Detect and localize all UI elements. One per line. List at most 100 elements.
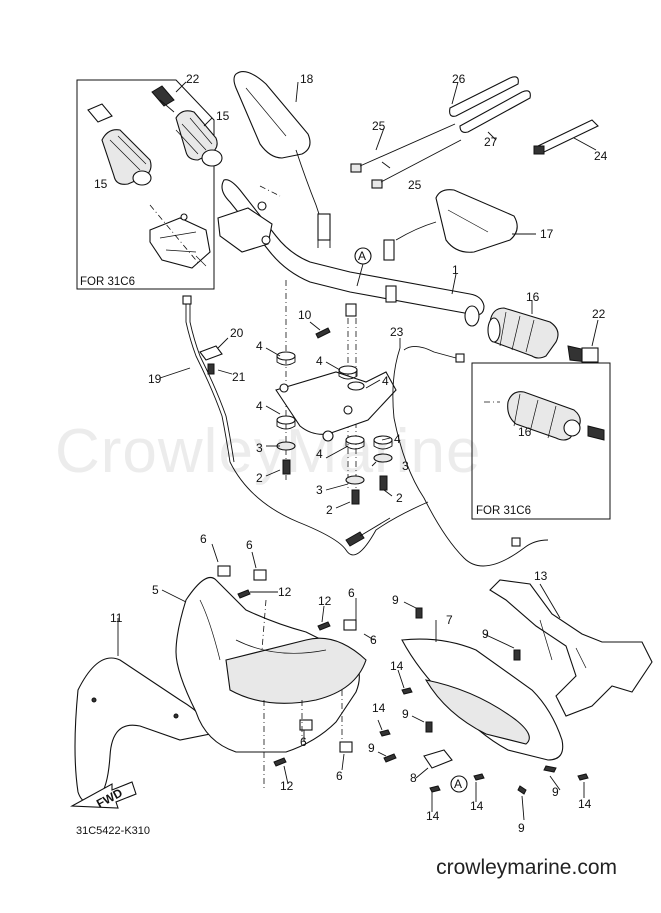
callout-22-b: 22 xyxy=(592,307,606,321)
callout-14-d: 14 xyxy=(470,799,484,813)
grip-end-22-right-icon xyxy=(567,345,599,363)
screw-14-d-icon xyxy=(473,773,485,781)
bolt-9-e-icon xyxy=(543,765,557,773)
site-url[interactable]: crowleymarine.com xyxy=(436,856,617,879)
callout-14-b: 14 xyxy=(372,701,386,715)
bushing-4-right-upper-icon xyxy=(347,381,365,391)
bar-27-icon xyxy=(459,90,531,133)
callout-9-e: 9 xyxy=(552,785,559,799)
callout-18: 18 xyxy=(300,72,314,86)
stopper-icon xyxy=(345,303,357,317)
callout-26: 26 xyxy=(452,72,466,86)
callout-16-b: 16 xyxy=(518,425,532,439)
callout-21: 21 xyxy=(232,370,246,384)
callout-4-e: 4 xyxy=(394,432,401,446)
callout-16-a: 16 xyxy=(526,290,540,304)
callout-6-e: 6 xyxy=(300,735,307,749)
grip-15-box-icon xyxy=(101,129,152,186)
document-code: 31C5422-K310 xyxy=(76,825,150,837)
callout-numbers: 22 15 18 26 25 27 15 25 24 17 1 16 22 10… xyxy=(94,72,608,835)
callout-20: 20 xyxy=(230,326,244,340)
screw-14-a-icon xyxy=(401,687,413,695)
clip-6-e-icon xyxy=(339,741,353,753)
screw-14-c-icon xyxy=(429,785,441,793)
collar-icon xyxy=(385,285,397,303)
callout-4-a: 4 xyxy=(256,339,263,353)
callout-7: 7 xyxy=(446,613,453,627)
bolt-9-c-icon xyxy=(425,721,433,733)
variant-box-upper-left: FOR 31C6 xyxy=(76,79,215,290)
bolt-10-icon xyxy=(315,327,331,339)
callout-3-a: 3 xyxy=(256,441,263,455)
leader-lines xyxy=(117,81,599,821)
bolt-9-d-icon xyxy=(383,753,397,763)
handlebar-1-icon xyxy=(221,179,485,327)
section-mark-a-lower-icon: A xyxy=(450,775,468,793)
watermark: CrowleyMarine xyxy=(55,417,481,486)
callout-9-d: 9 xyxy=(368,741,375,755)
screw-12-c-icon xyxy=(273,757,287,767)
callout-4-c: 4 xyxy=(382,374,389,388)
grip-end-icon xyxy=(87,103,113,123)
bushing-4-upper-mid-icon xyxy=(338,365,358,380)
callout-6-a: 6 xyxy=(200,532,207,546)
callout-6-b: 6 xyxy=(246,538,253,552)
callout-13: 13 xyxy=(534,569,548,583)
variant-box-label-2: FOR 31C6 xyxy=(476,505,531,517)
bushing-4-left-mid-icon xyxy=(276,415,296,430)
bolt-2-left-icon xyxy=(282,459,291,475)
callout-10: 10 xyxy=(298,308,312,322)
callout-3-b: 3 xyxy=(402,459,409,473)
bolt-2-right-icon xyxy=(379,475,388,491)
panel-8-icon xyxy=(423,749,453,769)
variant-box-right: FOR 31C6 xyxy=(471,362,611,520)
callout-4-f: 4 xyxy=(316,447,323,461)
cable-ties-25-icon xyxy=(350,123,462,189)
callout-12-a: 12 xyxy=(278,585,292,599)
callout-25-b: 25 xyxy=(408,178,422,192)
callout-8: 8 xyxy=(410,771,417,785)
callout-6-c: 6 xyxy=(348,586,355,600)
cable-19-icon xyxy=(182,295,429,556)
callout-15-a: 15 xyxy=(216,109,230,123)
callout-4-b: 4 xyxy=(316,354,323,368)
callout-12-b: 12 xyxy=(318,594,332,608)
callout-27: 27 xyxy=(484,135,498,149)
callout-9-f: 9 xyxy=(518,821,525,835)
frame-13-icon xyxy=(489,579,653,717)
callout-2-a: 2 xyxy=(256,471,263,485)
callout-11: 11 xyxy=(110,611,123,625)
bushing-4-center-icon xyxy=(345,435,365,450)
callout-24: 24 xyxy=(594,149,608,163)
section-mark-a-top-icon: A xyxy=(354,247,372,287)
section-mark-label: A xyxy=(358,249,366,263)
bolt-9-f-icon xyxy=(517,785,527,795)
callout-5: 5 xyxy=(152,583,159,597)
grip-15-icon xyxy=(175,110,223,167)
mirror-18-icon xyxy=(233,71,331,248)
callout-2-b: 2 xyxy=(396,491,403,505)
screw-12-b-icon xyxy=(317,621,331,631)
callout-19: 19 xyxy=(148,372,162,386)
screw-14-b-icon xyxy=(379,729,391,737)
switch-housing-icon xyxy=(217,201,273,253)
bar-26-icon xyxy=(449,76,519,117)
callout-9-a: 9 xyxy=(392,593,399,607)
screw-14-e-icon xyxy=(577,773,589,781)
callout-23: 23 xyxy=(390,325,404,339)
washer-3-right-icon xyxy=(373,453,393,463)
clip-6-d-icon xyxy=(299,719,313,731)
grip-end-22-icon xyxy=(151,85,175,113)
rear-cowl-7-icon xyxy=(401,638,564,761)
callout-3-c: 3 xyxy=(316,483,323,497)
bushing-4-upper-left-icon xyxy=(276,351,296,366)
callout-15-b: 15 xyxy=(94,177,108,191)
windscreen-11-icon xyxy=(74,657,211,803)
callout-1: 1 xyxy=(452,263,459,277)
screw-21-icon xyxy=(207,363,215,375)
grip-16-icon xyxy=(487,307,559,359)
clip-6-b-icon xyxy=(253,569,267,581)
bolt-2-center-icon xyxy=(351,489,360,505)
callout-14-e: 14 xyxy=(426,809,440,823)
